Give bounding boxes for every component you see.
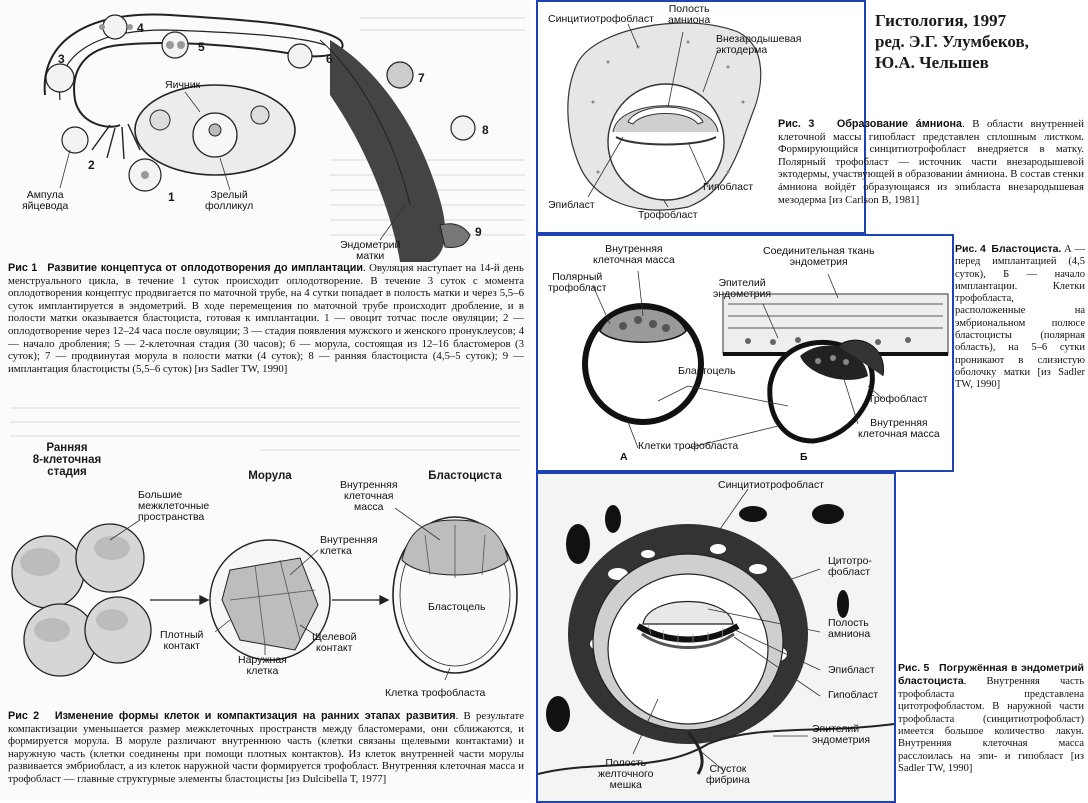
bleed-text-mid — [10, 407, 520, 451]
fig2-spaces-label: Большие межклеточные пространства — [138, 489, 210, 523]
fig5-yolk-label: Полость желточного мешка — [598, 757, 654, 791]
eight-cell-stage — [11, 523, 152, 677]
fig1-num-7: 7 — [418, 71, 425, 85]
fig2-caption-title: Изменение формы клеток и компактизация н… — [54, 710, 456, 722]
fig4-connective-label: Соединительная ткань эндометрия — [763, 245, 875, 268]
fig1-num-2: 2 — [88, 158, 95, 172]
fig1-caption-number: 1 — [31, 262, 38, 274]
fig4-caption-text: А — перед имплантацией (4,5 суток), Б — … — [955, 244, 1086, 391]
fig2-outer-cell-label: Наружная клетка — [238, 654, 287, 677]
fig4-caption-prefix: Рис. — [955, 243, 978, 255]
fig4-troph-cells-label: Клетки трофобласта — [638, 440, 739, 452]
fig2-gap-label: Щелевой контакт — [312, 631, 357, 654]
book-editors-1: ред. Э.Г. Улумбеков, — [875, 32, 1029, 51]
book-header: Гистология, 1997 ред. Э.Г. Улумбеков, Ю.… — [875, 10, 1085, 73]
figure-3-caption: Рис. 3 Образование áмниона. В области вн… — [778, 118, 1084, 206]
fig1-num-4: 4 — [137, 21, 144, 35]
figure-5-panel: Синцитиотрофобласт Цитотро- фобласт Поло… — [536, 472, 896, 803]
fig5-cytotroph-label: Цитотро- фобласт — [828, 555, 872, 578]
book-editors-2: Ю.А. Чельшев — [875, 53, 989, 72]
figure-5-drawing — [538, 474, 894, 801]
fig3-caption-text: . В области внутренней клеточной массы г… — [778, 118, 1084, 206]
fig5-caption-text: . Внутренняя часть трофобласта представл… — [898, 676, 1084, 775]
stage-4-cell — [102, 14, 128, 40]
fig1-follicle-label: Зрелый фолликул — [205, 189, 254, 212]
fig5-hypoblast-label: Гипобласт — [828, 689, 879, 701]
left-page: 1 2 3 4 5 6 7 8 9 Яичник Ампула яйцевода… — [0, 0, 530, 799]
fig1-num-8: 8 — [482, 123, 489, 137]
figure-5-caption: Рис. 5 Погружённая в эндометрий бластоци… — [898, 662, 1084, 776]
fig4-label-b: Б — [800, 451, 808, 463]
fig2-caption-number: 2 — [33, 710, 40, 722]
fig4-caption-number: 4 — [980, 243, 986, 255]
fig3-caption-title: Образование áмниона — [836, 118, 963, 130]
fig1-num-5: 5 — [198, 40, 205, 54]
figure-4-caption: Рис. 4 Бластоциста. А — перед имплантаци… — [955, 243, 1085, 392]
fig1-caption-text: . Овуляция наступает на 14-й день менстр… — [8, 262, 524, 375]
fig4-label-a: А — [620, 451, 628, 463]
figure-4-panel: Внутренняя клеточная масса Полярный троф… — [536, 234, 954, 472]
fig4-trophoblast-label: Трофобласт — [868, 393, 928, 405]
uterus-wall — [330, 40, 446, 262]
fig4-polar-label: Полярный трофобласт — [548, 271, 607, 294]
stage-5-cell — [161, 31, 189, 59]
stage-7-cell — [386, 61, 414, 89]
figure-2: Ранняя 8-клеточная стадия Морула Бластоц… — [0, 440, 530, 710]
fig5-epiblast-label: Эпибласт — [828, 664, 875, 676]
fig3-hypoblast-label: Гипобласт — [703, 181, 754, 193]
fig1-endometrium-label: Эндометрий матки — [340, 239, 401, 262]
figure-1-caption: Рис 1 Развитие концептуса от оплодотворе… — [8, 262, 524, 375]
fig2-tight-label: Плотный контакт — [160, 629, 204, 652]
figure-3-drawing — [567, 22, 762, 211]
stage-8-cell — [450, 115, 476, 141]
fig5-caption-prefix: Рис. — [898, 662, 921, 674]
fig1-ovary-label: Яичник — [165, 79, 201, 91]
fig1-ampulla-label: Ампула яйцевода — [22, 189, 69, 212]
fig4-epithelium-label: Эпителий эндометрия — [713, 277, 772, 300]
fig3-trophoblast-label: Трофобласт — [638, 209, 698, 221]
stage-2-cell — [61, 126, 89, 154]
fig2-caption-text: . В результате компактизации уменьшается… — [8, 710, 525, 785]
book-title: Гистология, 1997 — [875, 11, 1007, 30]
figure-1: 1 2 3 4 5 6 7 8 9 Яичник Ампула яйцевода… — [0, 0, 530, 280]
fig5-clot-label: Сгусток фибрина — [706, 763, 750, 786]
fig2-trophoblast-cell-label: Клетка трофобласта — [385, 687, 486, 699]
fig2-stage-early: Ранняя 8-клеточная стадия — [32, 442, 102, 478]
stage-3-cell — [45, 63, 75, 93]
fig2-blastocoel-label: Бластоцель — [428, 601, 486, 613]
fig4-caption-title: Бластоциста. — [991, 243, 1062, 255]
fig2-caption-prefix: Рис — [8, 710, 28, 722]
fig1-caption-prefix: Рис — [8, 262, 28, 274]
fig3-amnion-cavity-label: Полость амниона — [668, 3, 711, 26]
fig3-epiblast-label: Эпибласт — [548, 199, 595, 211]
fig5-syncytio-label: Синцитиотрофобласт — [718, 479, 824, 491]
fig2-inner-mass-label: Внутренняя клеточная масса — [340, 479, 398, 513]
figure-1-drawing — [43, 13, 525, 262]
fig3-caption-number: 3 — [808, 118, 815, 130]
figure-2-caption: Рис 2 Изменение формы клеток и компактиз… — [8, 710, 524, 786]
fig5-epithelium-label: Эпителий эндометрия — [812, 723, 871, 746]
figure-4-drawing — [582, 270, 949, 449]
fig2-inner-cell-label: Внутренняя клетка — [320, 534, 378, 557]
figure-3-panel: Синцитиотрофобласт Полость амниона Внеза… — [536, 0, 866, 234]
fig3-extra-ecto-label: Внезародышевая эктодерма — [716, 33, 802, 56]
fig2-stage-morula: Морула — [248, 470, 292, 482]
fig5-caption-number: 5 — [923, 662, 930, 674]
stage-6-cell — [287, 43, 313, 69]
fig2-stage-blastocyst: Бластоциста — [428, 470, 502, 482]
fig1-num-6: 6 — [326, 52, 333, 66]
fig5-amnion-label: Полость амниона — [828, 617, 871, 640]
fig4-blastocoel-label: Бластоцель — [678, 365, 736, 377]
fig1-caption-title: Развитие концептуса от оплодотворения до… — [47, 262, 364, 274]
fig1-num-9: 9 — [475, 225, 482, 239]
fig5-caption-title: Погружённая в эндометрий бластоциста — [898, 662, 1085, 688]
fig3-caption-prefix: Рис. — [778, 118, 801, 130]
figure-2-drawing — [11, 507, 518, 681]
fig3-syncytio-label: Синцитиотрофобласт — [548, 13, 654, 25]
fig4-inner-mass-label: Внутренняя клеточная масса — [593, 243, 675, 266]
fig4-inner-mass2-label: Внутренняя клеточная масса — [858, 417, 940, 440]
fig1-num-3: 3 — [58, 52, 65, 66]
fig1-num-1: 1 — [168, 190, 175, 204]
